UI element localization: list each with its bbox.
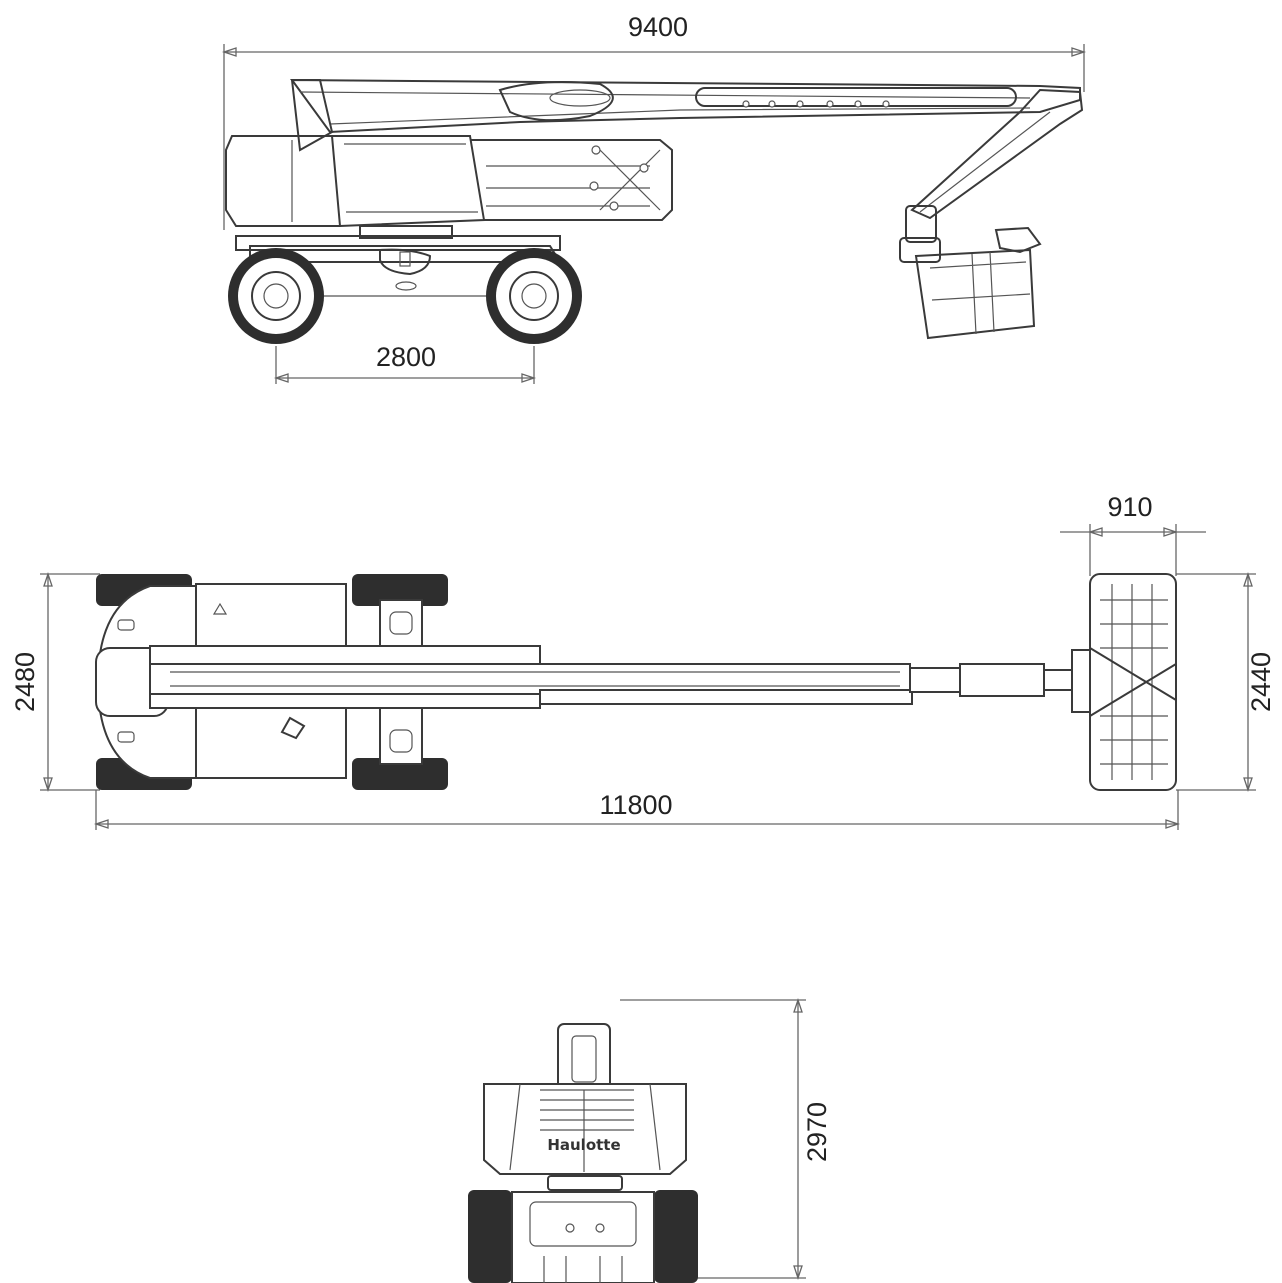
dim-label-910: 910 (1107, 492, 1152, 522)
side-basket (914, 226, 1042, 340)
dimension-11800: 11800 (93, 790, 1181, 830)
dim-label-2970: 2970 (802, 1102, 832, 1162)
dim-label-2440: 2440 (1246, 652, 1276, 712)
top-view: 910 2480 2440 11800 (10, 492, 1276, 830)
dim-label-2480: 2480 (10, 652, 40, 712)
side-turret (225, 135, 673, 251)
front-mast (557, 1023, 611, 1095)
dimension-2970: 2970 (620, 997, 832, 1281)
side-view: 9400 (221, 12, 1087, 384)
brand-logo: Haulotte (547, 1136, 620, 1154)
front-view: 2970 Haulotte (468, 997, 832, 1283)
dim-label-9400: 9400 (628, 12, 688, 42)
dimension-2480: 2480 (10, 571, 100, 793)
dimension-2440: 2440 (1176, 571, 1276, 793)
dimension-2800: 2800 (273, 342, 537, 384)
side-wheel-front (486, 248, 582, 344)
dimension-9400: 9400 (221, 12, 1087, 230)
top-basket (1089, 573, 1177, 791)
side-boom (290, 78, 1081, 152)
top-boom (95, 645, 1113, 740)
dim-label-11800: 11800 (599, 790, 672, 820)
side-wheel-rear (228, 248, 324, 344)
front-chassis (468, 1175, 698, 1283)
dim-label-2800: 2800 (376, 342, 436, 372)
side-jib (899, 88, 1084, 263)
front-counterweight: Haulotte (483, 1083, 687, 1175)
dimension-910: 910 (1060, 492, 1206, 576)
